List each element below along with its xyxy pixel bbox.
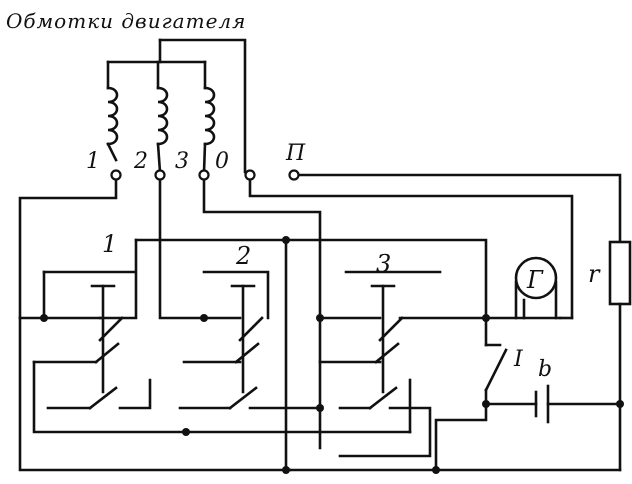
winding-coil-1 [106, 86, 119, 146]
terminal-3 [198, 169, 210, 181]
winding-coil-3 [203, 86, 216, 146]
terminal-p [288, 169, 300, 181]
relay-1-label: 1 [102, 230, 117, 258]
motor-windings [106, 38, 247, 174]
winding-coil-2 [156, 86, 169, 146]
terminal-1-label: 1 [86, 149, 100, 174]
relay-3-label: 3 [376, 250, 391, 278]
switch: I [484, 343, 524, 406]
junction-dots [40, 236, 624, 474]
battery: b [534, 357, 552, 424]
terminal-p-label: П [285, 141, 306, 166]
terminal-3-label: 3 [175, 149, 189, 174]
galvanometer: Г [514, 256, 558, 320]
wiring [18, 173, 632, 472]
resistor-label: r [588, 260, 601, 288]
relay-1: 1 [88, 230, 124, 410]
terminal-1 [110, 169, 122, 181]
switch-label: I [513, 347, 524, 372]
relay-2: 2 [228, 242, 264, 410]
relay-2-label: 2 [235, 242, 251, 270]
battery-label: b [538, 357, 552, 382]
terminals: 1 2 3 0 П [86, 141, 306, 181]
relay-3: 3 [368, 250, 404, 410]
terminal-0 [244, 169, 256, 181]
resistor [608, 240, 632, 306]
terminal-2-label: 2 [133, 149, 148, 174]
diagram-title: Обмотки двигателя [6, 9, 246, 33]
terminal-0-label: 0 [215, 149, 229, 174]
galvanometer-label: Г [526, 266, 544, 294]
terminal-2 [154, 169, 166, 181]
